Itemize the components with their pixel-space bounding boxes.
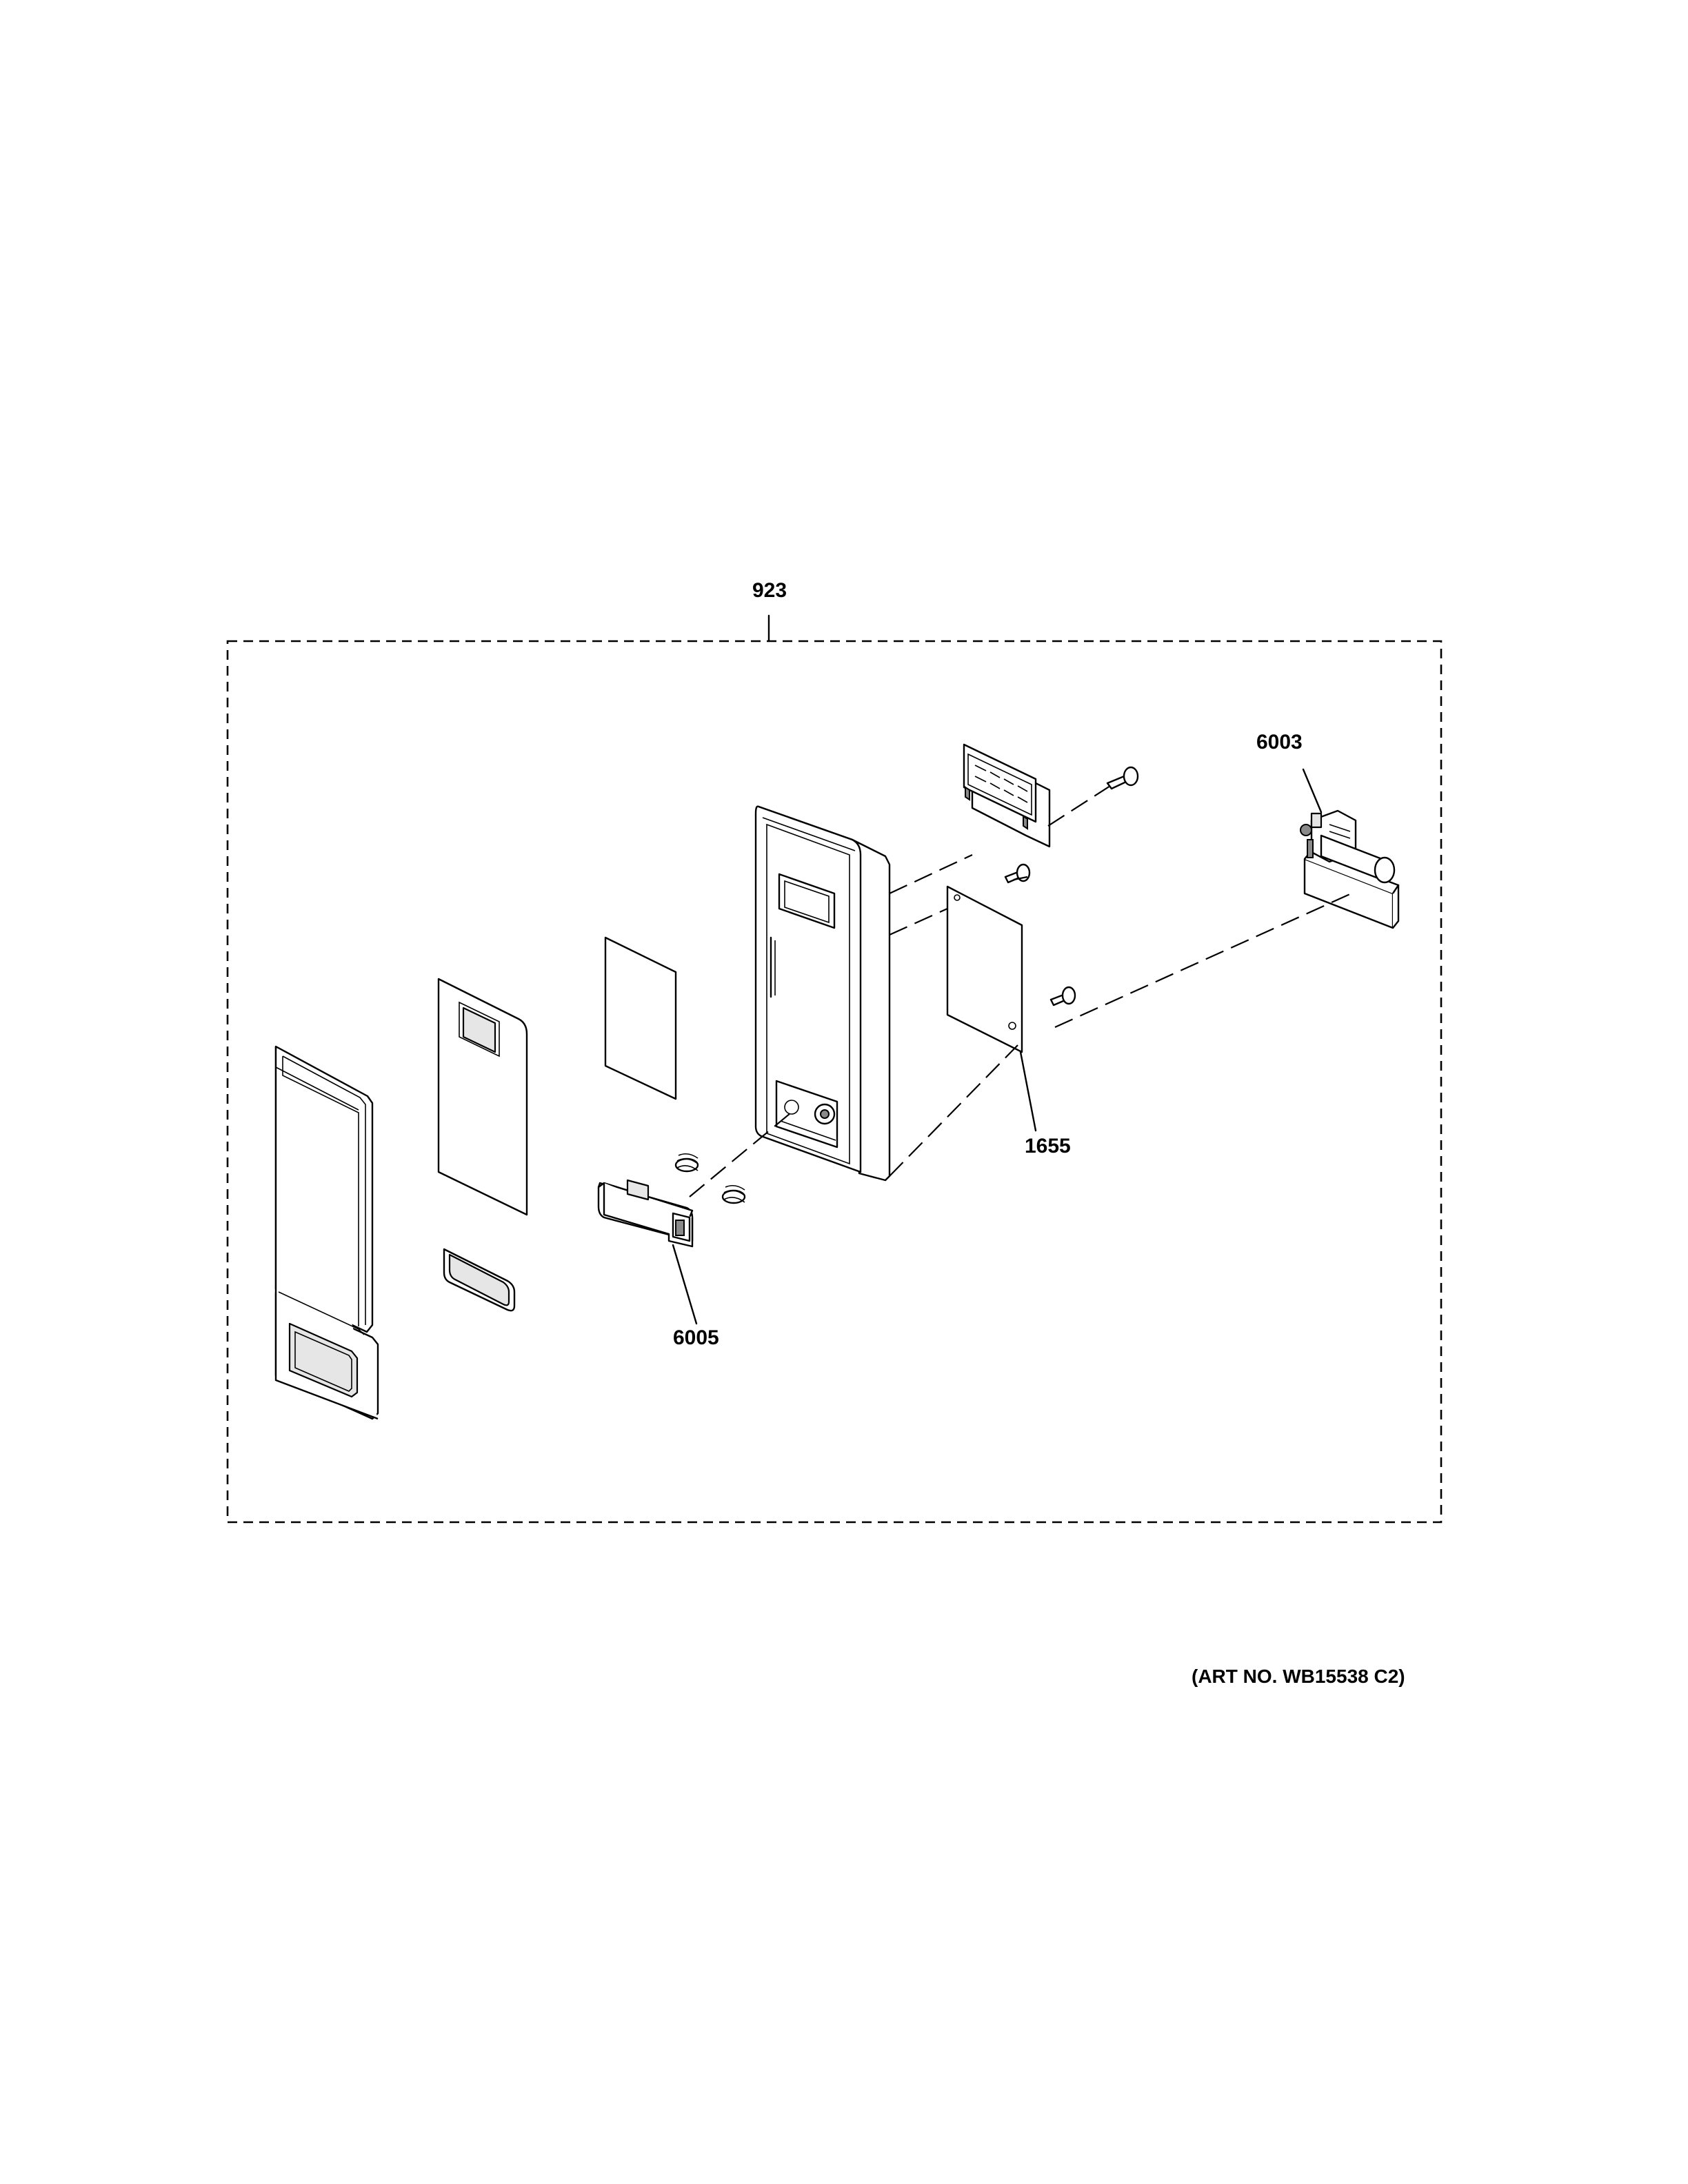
switch-assembly-6003 [1300,809,1400,929]
callout-leader-6005 [672,1244,698,1325]
window-lens [443,1248,516,1312]
overlay-panel [437,978,528,1216]
display-board [963,743,1051,848]
spring-icon [674,1153,699,1173]
callout-leader-1655 [1019,1051,1037,1132]
assembly-923-boundary [226,640,1443,1524]
spring-icons [674,1153,746,1204]
shield-sheet [604,936,677,1100]
art-number: (ART NO. WB15538 C2) [1192,1666,1405,1687]
screw-icon [1004,863,1031,884]
callout-6003: 6003 [1256,731,1303,754]
callout-6005: 6005 [673,1326,719,1349]
assembly-lines [689,785,1352,1197]
circuit-board-1655 [946,885,1023,1053]
spring-icon [721,1184,746,1204]
assembly-label-923: 923 [752,579,787,602]
callout-1655: 1655 [1025,1135,1071,1157]
screw-icons [1004,766,1139,1007]
push-button-6005 [597,1179,694,1248]
screw-icon [1106,766,1139,790]
callout-leader-6003 [1302,768,1323,813]
control-housing [754,805,891,1182]
faceplate-panel [274,1045,379,1420]
screw-icon [1049,986,1076,1007]
